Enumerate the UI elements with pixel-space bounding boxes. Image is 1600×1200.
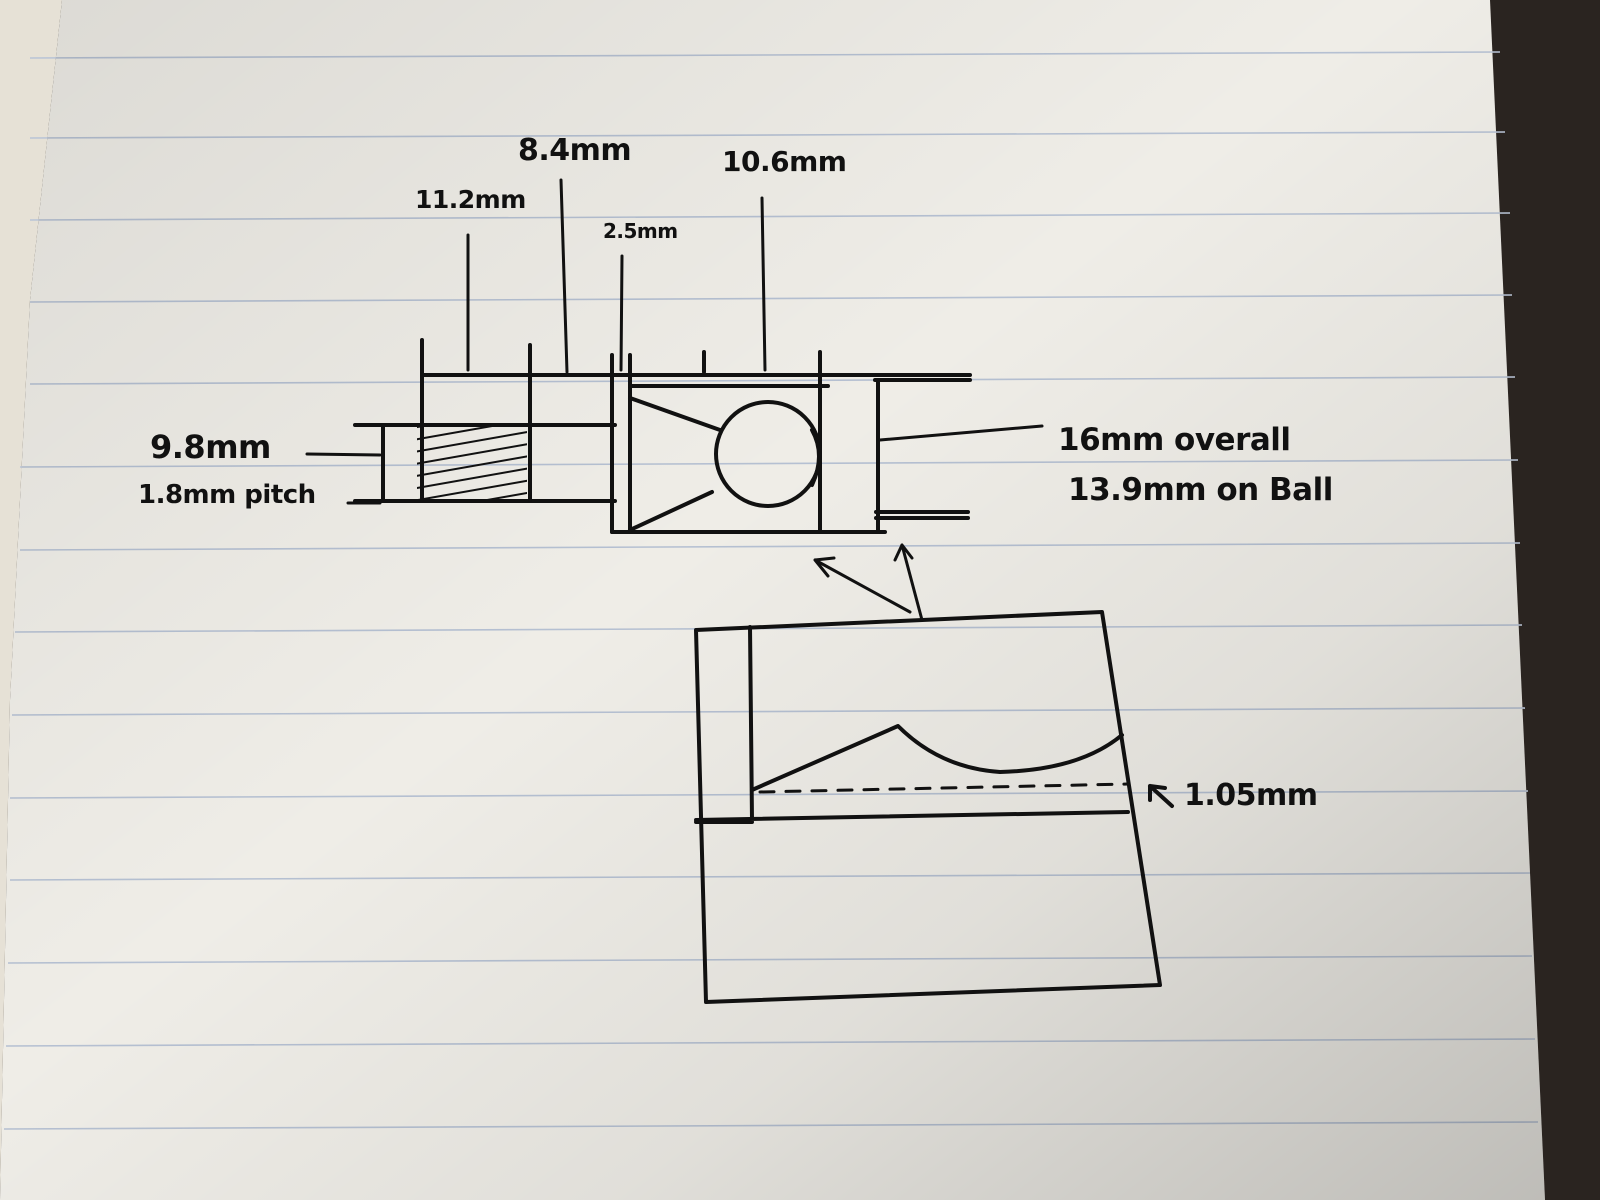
detail-depth-line [758,782,1130,794]
thread-section-boundaries [420,338,532,502]
leader-overall-diameter [878,424,1044,442]
label-neck-length: 8.4mm [518,133,631,168]
detail-callout-arrow-1 [893,543,924,622]
detail-box [694,610,1162,1004]
light-shadow [0,0,1545,1200]
detail-view [694,543,1174,1004]
page-edge [0,0,62,1200]
label-thread-length: 11.2mm [415,185,526,214]
label-thread-diameter: 9.8mm [150,428,271,466]
leader-flange-length [619,254,624,372]
detail-callout-arrow-2 [813,556,912,614]
ball-shading [810,428,821,487]
label-flange-length: 2.5mm [603,219,678,243]
detail-ball-profile [750,724,1124,792]
detail-inner-lines [694,625,1130,824]
outer-bore-outline [873,378,972,532]
housing-outline [610,350,887,534]
leader-housing-length [760,196,767,372]
label-housing-length: 10.6mm [722,145,846,178]
bore-bottom-line [874,510,970,520]
leader-neck-length [559,178,569,374]
socket-taper-lines [628,396,722,532]
leader-thread-diameter [305,452,382,505]
label-thread-pitch: 1.8mm pitch [138,480,316,510]
depth-arrow [1148,784,1174,808]
label-overall-diameter: 16mm overall [1058,422,1291,458]
label-detail-depth: 1.05mm [1184,778,1318,813]
thread-hatching [417,425,527,501]
thread-body-outline [353,423,617,503]
part-sketch [305,178,1044,534]
label-diameter-on-ball: 13.9mm on Ball [1068,472,1333,508]
